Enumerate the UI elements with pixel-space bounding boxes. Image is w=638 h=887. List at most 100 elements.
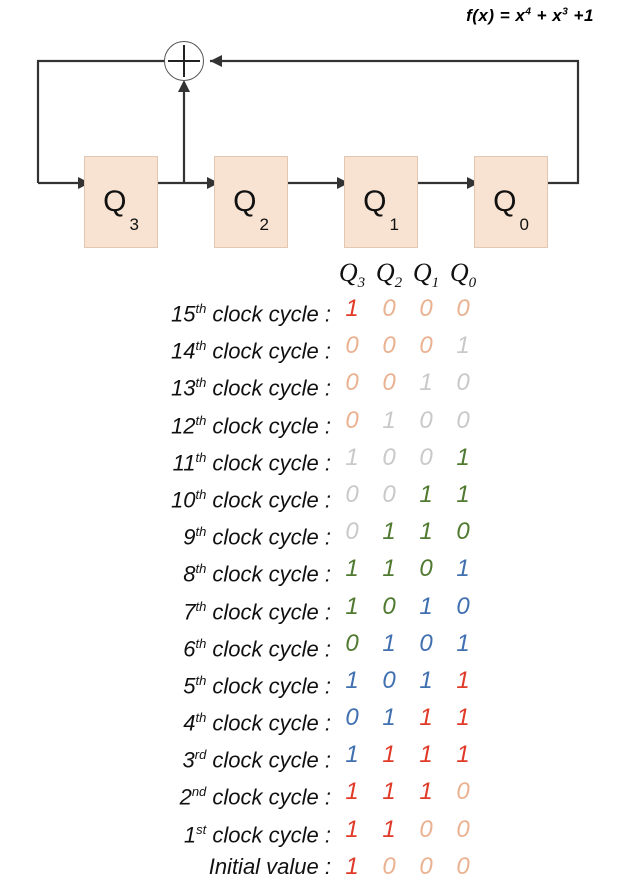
arrowhead-q0-input — [467, 177, 479, 189]
bit-cell: 1 — [345, 852, 359, 880]
cycle-number: 9 — [183, 524, 196, 550]
row-label: 15th clock cycle : — [0, 292, 331, 331]
bit-cell: 1 — [345, 592, 359, 620]
cycle-number: 10 — [170, 487, 196, 513]
register-q0-name: Q — [493, 185, 517, 218]
bit-cell: 1 — [382, 704, 396, 732]
row-label-text: clock cycle : — [206, 561, 331, 587]
bit-cell: 1 — [456, 629, 470, 657]
cycle-number: 2 — [179, 784, 192, 810]
row-label: 8th clock cycle : — [0, 552, 331, 591]
cycle-number: 15 — [170, 301, 196, 327]
cycle-ordinal-suffix: th — [195, 486, 207, 502]
cycle-number: 14 — [170, 338, 196, 364]
bit-cell: 0 — [419, 555, 433, 583]
bit-cell: 0 — [345, 704, 359, 732]
cycle-number: 11 — [172, 450, 196, 476]
bit-cell: 1 — [419, 778, 433, 806]
bit-cell: 0 — [419, 295, 433, 322]
bit-cell: 0 — [382, 480, 396, 508]
row-label-text: clock cycle : — [206, 412, 331, 438]
register-q2-index: 2 — [259, 215, 269, 234]
bit-cell: 0 — [345, 332, 359, 360]
bit-cell: 0 — [456, 369, 470, 397]
formula-prefix: f(x) = x — [466, 6, 526, 25]
bit-cell: 1 — [382, 741, 396, 769]
bit-cell: 0 — [345, 369, 359, 397]
bit-cell: 1 — [382, 518, 396, 546]
circuit-wires — [36, 55, 580, 189]
cycle-ordinal-suffix: nd — [191, 784, 207, 800]
bit-cell: 1 — [456, 443, 470, 471]
formula-suffix: +1 — [568, 6, 594, 25]
bit-cell: 1 — [382, 555, 396, 583]
cycle-ordinal-suffix: th — [195, 561, 207, 577]
bit-cell: 1 — [345, 815, 359, 843]
bit-cell: 1 — [382, 778, 396, 806]
bit-cell: 0 — [419, 406, 433, 434]
xor-plus-vertical — [183, 45, 185, 77]
row-label-text: clock cycle : — [206, 747, 331, 773]
cycle-ordinal-suffix: rd — [194, 747, 207, 763]
row-label: 4th clock cycle : — [0, 701, 331, 740]
column-header-q2: Q2 — [372, 258, 406, 292]
cycle-ordinal-suffix: th — [195, 338, 207, 354]
bit-cell: 0 — [419, 332, 433, 360]
bit-cell: 0 — [382, 443, 396, 471]
arrowhead-xor-bottom — [178, 80, 190, 92]
cycle-ordinal-suffix: st — [196, 821, 207, 837]
wire-xor-to-q3 — [36, 59, 184, 183]
row-label-text: clock cycle : — [206, 710, 331, 736]
column-header-sub: 0 — [468, 275, 477, 292]
register-q2-name: Q — [233, 185, 257, 218]
row-label-text: clock cycle : — [206, 673, 331, 699]
row-label-text: clock cycle : — [206, 524, 331, 550]
bit-cell: 1 — [382, 406, 396, 434]
column-header-sub: 2 — [394, 275, 403, 292]
column-header-name: Q — [338, 258, 358, 287]
cycle-number: 7 — [183, 598, 196, 624]
cycle-number: 1 — [183, 821, 197, 847]
bit-cell: 1 — [456, 555, 470, 583]
row-label: 7th clock cycle : — [0, 590, 331, 629]
bit-cell: 1 — [456, 741, 470, 769]
bit-cell: 1 — [382, 815, 396, 843]
bit-cell: 1 — [419, 704, 433, 732]
cycle-ordinal-suffix: th — [195, 672, 207, 688]
row-label: 13th clock cycle : — [0, 366, 331, 405]
row-label: 14th clock cycle : — [0, 329, 331, 368]
column-header-q3: Q3 — [335, 258, 369, 292]
cycle-ordinal-suffix: th — [195, 598, 207, 614]
cycle-number: 13 — [170, 375, 196, 401]
register-q0-index: 0 — [519, 215, 529, 234]
row-label: Initial value : — [0, 850, 331, 884]
bit-cell: 1 — [419, 666, 433, 694]
bit-cell: 1 — [345, 741, 359, 769]
row-label: 3rd clock cycle : — [0, 738, 331, 777]
bit-cell: 0 — [345, 518, 359, 546]
cycle-ordinal-suffix: th — [195, 449, 207, 465]
row-label-text: clock cycle : — [206, 598, 331, 624]
row-label: 5th clock cycle : — [0, 664, 331, 703]
cycle-number: 12 — [170, 412, 196, 438]
row-label: 2nd clock cycle : — [0, 775, 331, 814]
bit-cell: 0 — [456, 815, 470, 843]
row-label-text: clock cycle : — [206, 784, 331, 810]
row-label: 11th clock cycle : — [0, 441, 331, 480]
formula-mid: + x — [531, 6, 563, 25]
row-label-text: clock cycle : — [206, 375, 331, 401]
